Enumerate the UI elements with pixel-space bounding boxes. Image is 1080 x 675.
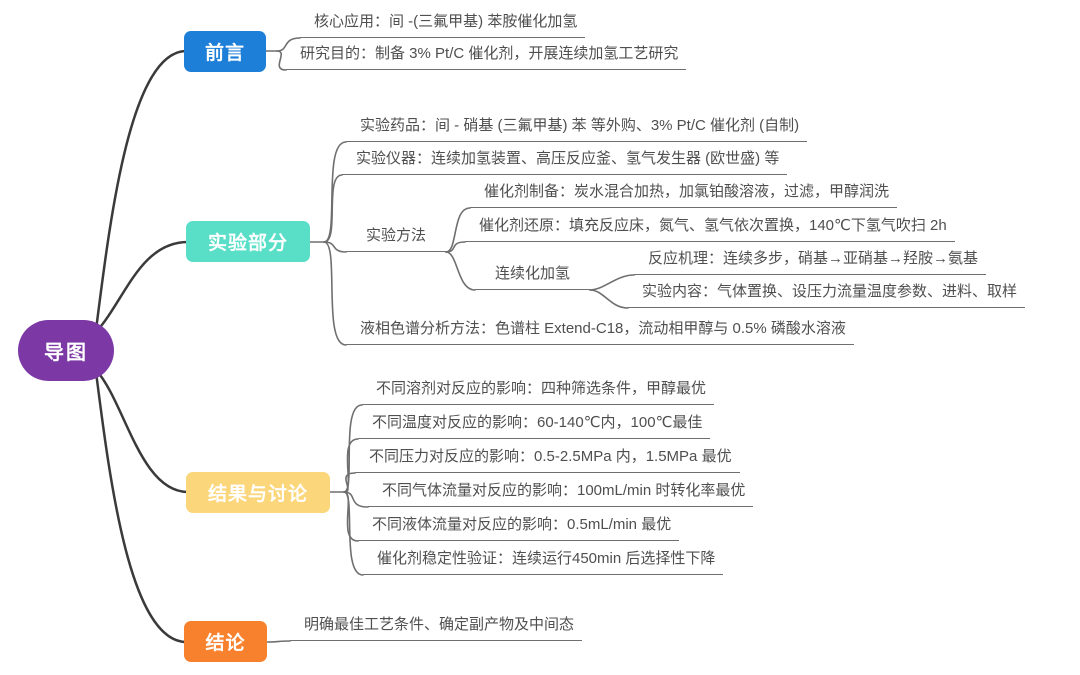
root-label: 导图 [44, 342, 88, 364]
topic-catalyst-prep[interactable]: 催化剂制备：炭水混合加热，加氯铂酸溶液，过滤，甲醇润洗 [470, 182, 898, 208]
curve-hplc [323, 241, 347, 346]
curve-conclusion-item [266, 640, 291, 643]
curve-root-to-jielun [94, 370, 188, 644]
topic-reaction-mechanism[interactable]: 反应机理：连续多步，硝基→亚硝基→羟胺→氨基 [634, 249, 987, 275]
curve-stability [343, 491, 364, 576]
main-branch-curves [94, 49, 190, 644]
topic-experiment-content[interactable]: 实验内容：气体置换、设压力流量温度参数、进料、取样 [628, 282, 1026, 308]
topic-conclusion-summary[interactable]: 明确最佳工艺条件、确定副产物及中间态 [290, 615, 583, 641]
curve-reagents [323, 141, 347, 243]
branch-label: 实验部分 [207, 233, 288, 254]
curve-continuous-hydro [445, 251, 476, 291]
branch-label: 结果与讨论 [207, 484, 308, 505]
curve-root-to-jieguo [94, 368, 190, 494]
curve-method [323, 241, 347, 253]
branch-label: 结论 [205, 633, 246, 654]
topic-catalyst-stability[interactable]: 催化剂稳定性验证：连续运行450min 后选择性下降 [363, 549, 724, 575]
curve-catalyst-prep [445, 207, 471, 253]
curve-root-to-shiyan [94, 240, 190, 334]
branch-node-shiyanbufen[interactable]: 实验部分 [186, 221, 310, 262]
topic-core-application[interactable]: 核心应用：间 -(三氟甲基) 苯胺催化加氢 [300, 12, 586, 38]
topic-hplc-method[interactable]: 液相色谱分析方法：色谱柱 Extend-C18，流动相甲醇与 0.5% 磷酸水溶… [346, 319, 854, 345]
topic-pressure-effect[interactable]: 不同压力对反应的影响：0.5-2.5MPa 内，1.5MPa 最优 [355, 447, 740, 473]
topic-continuous-hydrogenation[interactable]: 连续化加氢 [475, 264, 590, 290]
topic-catalyst-reduction[interactable]: 催化剂还原：填充反应床，氮气、氢气依次置换，140℃下氢气吹扫 2h [465, 216, 955, 242]
branch-node-jielun[interactable]: 结论 [184, 621, 267, 662]
branch-label: 前言 [204, 43, 245, 64]
topic-solvent-effect[interactable]: 不同溶剂对反应的影响：四种筛选条件，甲醇最优 [362, 379, 715, 405]
branch-node-jieguoyutaolun[interactable]: 结果与讨论 [186, 472, 330, 513]
topic-gas-flow-effect[interactable]: 不同气体流量对反应的影响：100mL/min 时转化率最优 [368, 481, 754, 507]
curve-instruments [323, 174, 343, 243]
topic-method[interactable]: 实验方法 [346, 226, 446, 252]
topic-temperature-effect[interactable]: 不同温度对反应的影响：60-140℃内，100℃最佳 [358, 413, 711, 439]
curve-liquid-flow [343, 491, 359, 542]
topic-research-goal[interactable]: 研究目的：制备 3% Pt/C 催化剂，开展连续加氢工艺研究 [286, 44, 687, 70]
topic-liquid-flow-effect[interactable]: 不同液体流量对反应的影响：0.5mL/min 最优 [358, 515, 680, 541]
branch-node-qianyan[interactable]: 前言 [184, 31, 266, 72]
topic-instruments[interactable]: 实验仪器：连续加氢装置、高压反应釜、氢气发生器 (欧世盛) 等 [342, 149, 788, 175]
sub-topic-curves [265, 37, 635, 643]
curve-research-goal [276, 50, 287, 71]
curve-exp-content [589, 289, 629, 309]
topic-reagents[interactable]: 实验药品：间 - 硝基 (三氟甲基) 苯 等外购、3% Pt/C 催化剂 (自制… [346, 116, 808, 142]
curve-root-to-qianyan [94, 49, 188, 332]
root-node-daotu[interactable]: 导图 [18, 320, 114, 381]
